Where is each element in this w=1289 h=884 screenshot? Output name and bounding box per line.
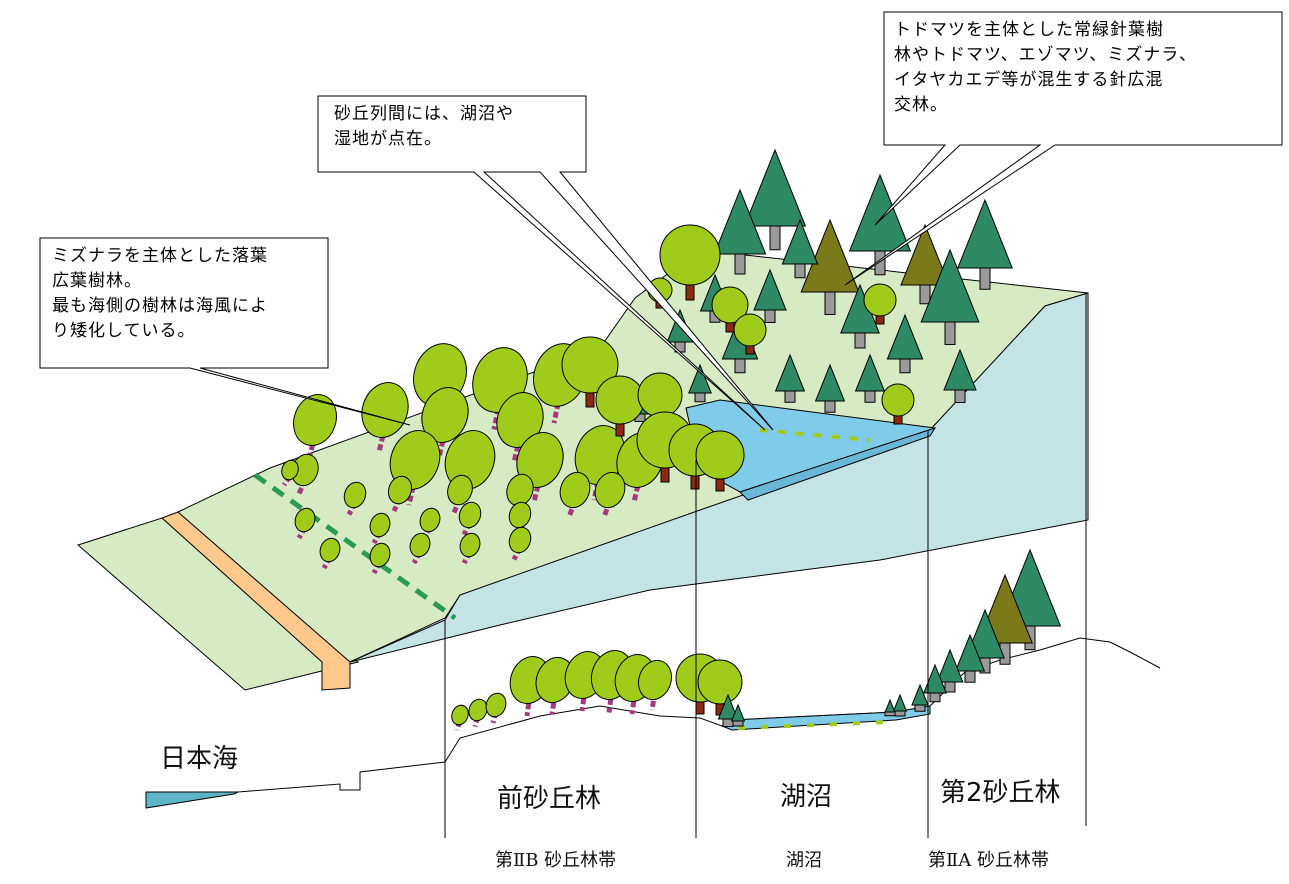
callout-middle-text: 砂丘列間には、湖沼や 湿地が点在。 [334, 104, 514, 149]
conifer-tree [717, 693, 739, 727]
conifer-tree [814, 363, 846, 413]
deciduous-tree [447, 474, 473, 514]
caption-lake: 湖沼 [786, 850, 822, 871]
conifer-tree [884, 698, 896, 717]
beach-top [77, 517, 360, 691]
conifer-tree [730, 703, 746, 727]
caption-zone-2a: 第ⅡA 砂丘林帯 [928, 850, 1049, 871]
ground-profile-line [237, 637, 1161, 793]
forest-edge-dashed-line [253, 472, 457, 621]
caption-zone-2b: 第ⅡB 砂丘林帯 [495, 850, 617, 871]
deciduous-tree [369, 542, 391, 575]
deciduous-tree [561, 336, 619, 408]
deciduous-tree [459, 532, 481, 565]
conifer-tree [892, 693, 908, 717]
callout-right-box [844, 11, 1283, 286]
callout-right-text: トドマツを主体とした常緑針葉樹 林やトドマツ、エゾマツ、ミズナラ、 イタヤカエデ… [894, 20, 1197, 115]
deciduous-tree [451, 704, 469, 731]
deciduous-tree [387, 475, 413, 513]
deciduous-tree [319, 537, 341, 570]
lake-edge-dashed-line [759, 428, 871, 442]
conifer-tree [774, 353, 806, 403]
conifer-tree [713, 188, 767, 275]
dune-side-face [349, 292, 1089, 663]
deciduous-tree [659, 224, 721, 301]
deciduous-tree [697, 659, 743, 716]
deciduous-tree [361, 382, 409, 453]
conifer-tree [886, 313, 924, 374]
conifer-tree [753, 268, 787, 323]
deciduous-tree [496, 392, 544, 463]
deciduous-tree [294, 507, 316, 540]
callout-left-text: ミズナラを主体とした落葉 広葉樹林。 最も海側の樹林は海風によ り矮化している。 [52, 246, 268, 341]
deciduous-tree [508, 526, 532, 561]
conifer-tree [954, 633, 986, 683]
deciduous-tree [595, 375, 645, 437]
conifer-tree [936, 648, 964, 693]
deciduous-tree [458, 501, 482, 536]
deciduous-tree [594, 471, 626, 518]
deciduous-trees [281, 224, 915, 575]
conifer-tree [781, 218, 819, 279]
conifer-trees [629, 148, 1013, 432]
conifer-tree [900, 223, 950, 305]
deciduous-tree [711, 286, 749, 333]
deciduous-tree [485, 692, 507, 724]
conifer-tree [911, 683, 929, 712]
callout-middle-box [317, 95, 774, 431]
conifer-tree [854, 353, 886, 403]
deciduous-tree [343, 481, 367, 516]
conifer-tree [743, 148, 807, 251]
deciduous-tree [559, 471, 591, 518]
lake-water-edge [739, 427, 937, 501]
conifer-tree [800, 218, 860, 315]
sea-profile [145, 791, 239, 809]
deciduous-tree [881, 383, 915, 425]
lake-profile [720, 705, 931, 731]
label-front-dune-forest: 前砂丘林 [497, 784, 602, 814]
conifer-tree [943, 348, 977, 403]
deciduous-tree [369, 512, 391, 545]
deciduous-tree [695, 430, 745, 492]
conifer-tree [920, 248, 980, 345]
conifer-tree [923, 663, 947, 703]
conifer-tree [688, 363, 712, 403]
lake-profile-dashes [737, 720, 891, 730]
deciduous-tree [468, 698, 488, 728]
profile-trees [451, 548, 1062, 731]
deciduous-tree [637, 659, 673, 711]
conifer-tree [957, 198, 1013, 290]
deciduous-tree [389, 430, 441, 506]
deciduous-tree [409, 532, 431, 565]
deciduous-tree [863, 283, 897, 325]
label-lake-profile: 湖沼 [780, 782, 833, 812]
zone-divider-lines [444, 293, 1087, 838]
deciduous-tree [733, 313, 767, 355]
callout-left-box [39, 237, 411, 426]
conifer-tree [965, 608, 1005, 674]
label-second-dune-forest: 第2砂丘林 [940, 778, 1061, 808]
label-sea: 日本海 [160, 744, 239, 774]
deciduous-tree [281, 459, 299, 487]
terrain-profile [145, 637, 1161, 809]
